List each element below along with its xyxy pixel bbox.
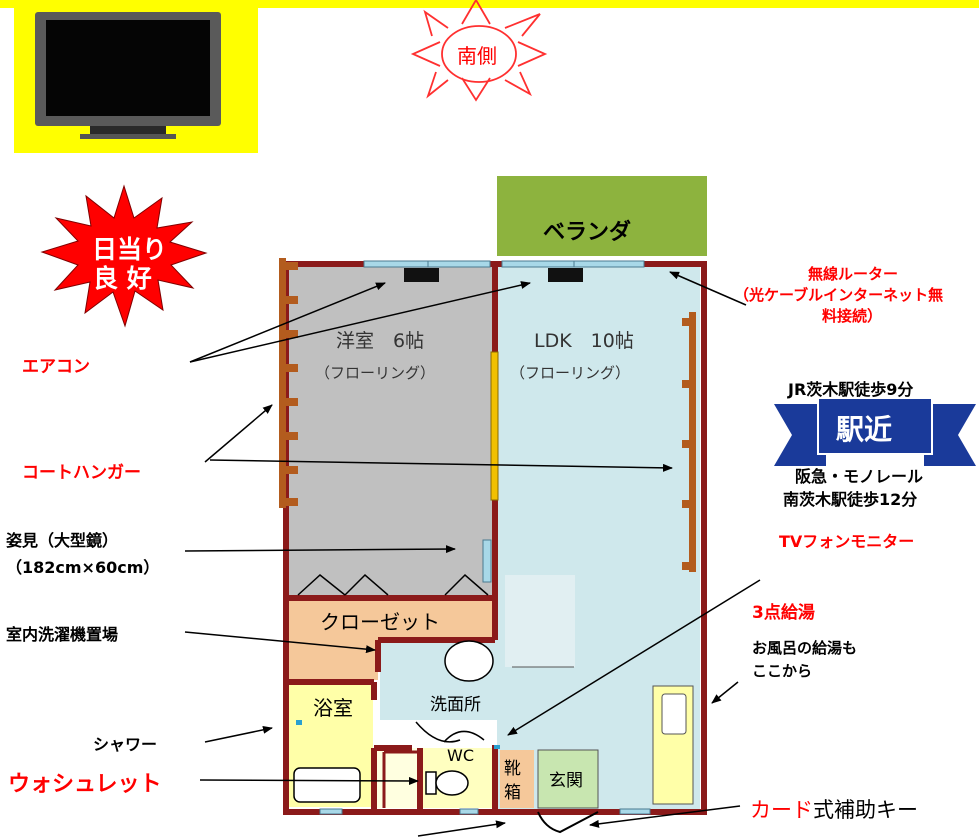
veranda — [497, 176, 707, 256]
entrance-label: 玄関 — [549, 771, 583, 791]
tv-phone-label: TVフォンモニター — [779, 532, 915, 551]
sunny-label-1: 日当り — [92, 235, 168, 264]
closet-area — [288, 598, 493, 640]
sunny-burst — [40, 184, 208, 328]
hot-water-label: 3点給湯 — [752, 603, 815, 623]
shoebox-label-1: 靴 — [504, 759, 521, 779]
closet-doors — [297, 573, 489, 596]
toilet — [425, 770, 469, 796]
mirror — [482, 539, 492, 583]
veranda-label: ベランダ — [543, 220, 632, 245]
washlet-label: ウォシュレット — [8, 772, 162, 797]
sunny-label-2: 良 好 — [93, 264, 152, 293]
wc-label: WC — [447, 746, 474, 765]
sliding-door — [490, 351, 499, 501]
jr-station-label: JR茨木駅徒歩9分 — [788, 380, 914, 399]
bathtub — [293, 767, 361, 803]
router-label-2: （光ケーブルインターネット無 — [734, 286, 944, 304]
bath-label: 浴室 — [313, 696, 353, 720]
card-key-label: カード式補助キー — [750, 794, 918, 824]
router-label-3: 料接続） — [822, 307, 883, 325]
tv-base — [80, 134, 176, 139]
card-key-label-black: 式補助キー — [813, 798, 918, 822]
mirror-label-2: （182cm×60cm） — [6, 558, 160, 577]
western-room-label: 洋室 6帖 — [336, 330, 425, 352]
top-yellow-band — [0, 0, 979, 8]
hankyu-label-1: 阪急・モノレール — [795, 467, 924, 486]
coat-hanger-label: コートハンガー — [22, 463, 141, 483]
station-ribbon — [774, 397, 976, 466]
ldk-floor-label: （フローリング） — [510, 364, 631, 382]
aircon-label: エアコン — [22, 357, 90, 377]
aircon-unit-right — [548, 268, 583, 282]
card-key-label-red: カード — [750, 798, 813, 822]
windows — [319, 260, 651, 815]
shoebox-area — [500, 750, 534, 808]
hankyu-label-2: 南茨木駅徒歩12分 — [783, 490, 918, 509]
washroom-label: 洗面所 — [430, 695, 481, 715]
router-label-1: 無線ルーター — [808, 265, 899, 283]
tv-stand — [90, 126, 166, 134]
washbasin — [444, 640, 494, 682]
coat-hangers — [279, 258, 696, 572]
washer-label: 室内洗濯機置場 — [6, 625, 119, 644]
tv-screen — [46, 20, 210, 116]
south-label: 南側 — [457, 44, 497, 68]
aircon-unit-left — [404, 268, 439, 282]
entrance-door — [537, 811, 599, 834]
western-room-floor — [288, 266, 493, 598]
bath-water-label-1: お風呂の給湯も — [752, 639, 858, 657]
mirror-label-1: 姿見（大型鏡） — [6, 531, 119, 550]
sun-icon — [410, 0, 548, 102]
ldk-label: LDK 10帖 — [534, 330, 634, 352]
shoebox-label-2: 箱 — [504, 783, 521, 803]
entrance-area — [537, 749, 599, 809]
closet-label: クローゼット — [320, 610, 440, 634]
bath-water-label-2: ここから — [752, 662, 813, 680]
near-station-label: 駅近 — [836, 413, 893, 446]
western-room-floor-label: （フローリング） — [315, 364, 436, 382]
pointer-arrows — [184, 271, 761, 837]
shower-label: シャワー — [93, 735, 158, 754]
